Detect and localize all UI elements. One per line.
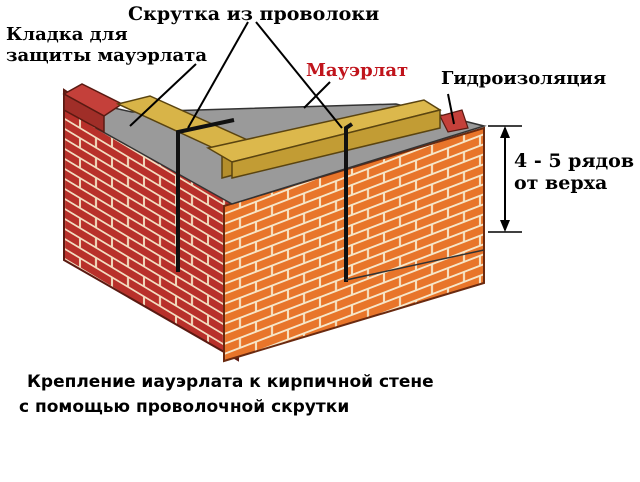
leader-wire-left	[187, 21, 249, 129]
mauerlat-beam-front-side	[231, 109, 441, 179]
label-waterproofing: Гидроизоляция	[441, 68, 607, 89]
label-mauerlat: Мауэрлат	[306, 60, 409, 81]
dimension-arrow-down	[500, 220, 510, 232]
caption-line2: с помощью проволочной скрутки	[19, 397, 350, 417]
leader-masonry	[129, 63, 197, 127]
label-rows-line1: 4 - 5 рядов	[514, 150, 635, 172]
label-protective-masonry-line2: защиты мауэрлата	[6, 45, 207, 66]
label-rows-from-top: 4 - 5 рядов от верха	[514, 150, 634, 194]
label-rows-line2: от верха	[514, 172, 608, 194]
dimension-arrow-up	[500, 126, 510, 138]
leader-mauerlat	[303, 81, 331, 109]
front-wall-face	[223, 126, 485, 363]
wire-twist-left	[176, 118, 235, 272]
row-reference-line	[345, 249, 485, 281]
protective-brick-side	[63, 92, 105, 134]
label-protective-masonry-line1: Кладка для	[6, 24, 128, 45]
leader-wire-right	[255, 21, 343, 129]
label-wire-twist: Скрутка из проволоки	[128, 3, 380, 25]
caption-line1: Крепление иауэрлата к кирпичной стене	[27, 372, 434, 392]
leader-waterproofing	[447, 93, 455, 125]
wire-twist-right	[344, 122, 354, 282]
label-protective-masonry: Кладка для защиты мауэрлата	[6, 24, 207, 66]
